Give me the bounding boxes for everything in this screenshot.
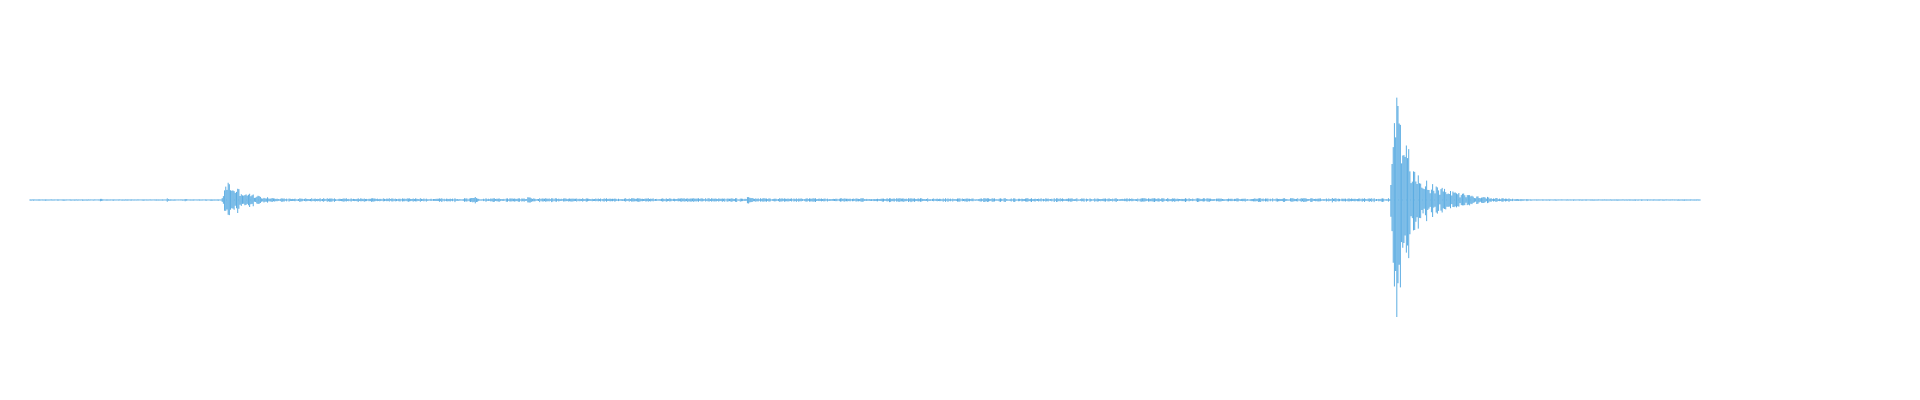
waveform-trace	[29, 97, 1701, 318]
